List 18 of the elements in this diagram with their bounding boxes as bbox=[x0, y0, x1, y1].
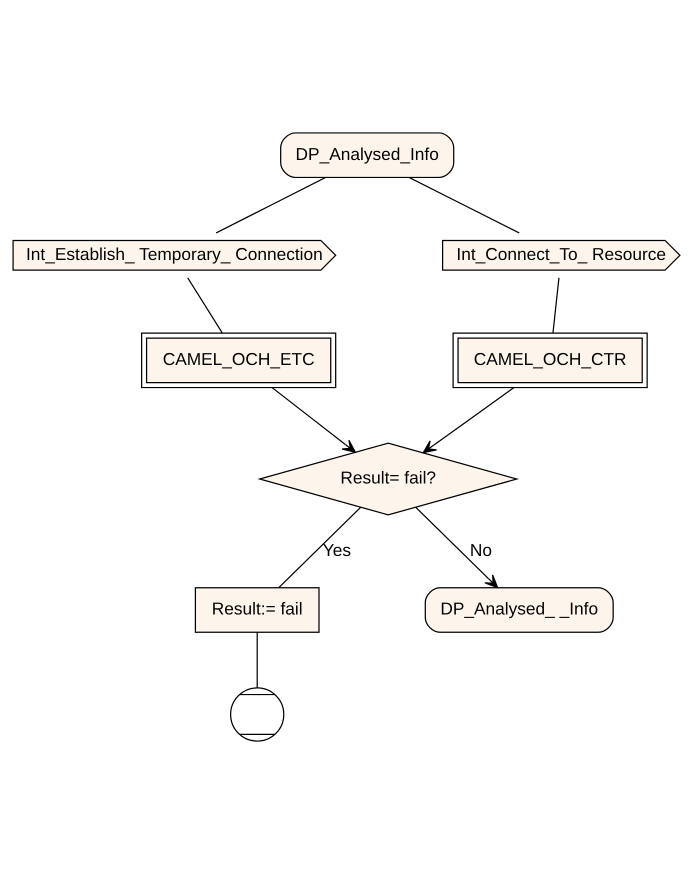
node-diamond: Result= fail? bbox=[257, 442, 520, 516]
connector bbox=[216, 176, 326, 233]
connector bbox=[552, 277, 560, 333]
node-box: CAMEL_OCH_CTR bbox=[452, 332, 648, 388]
connector bbox=[256, 632, 258, 688]
edge-label: No bbox=[470, 539, 492, 560]
connector bbox=[409, 176, 520, 233]
connector bbox=[187, 276, 223, 333]
node-circle bbox=[230, 686, 284, 742]
arrow bbox=[272, 386, 356, 452]
arrow bbox=[416, 506, 498, 588]
node-box: DP_Analysed_ _Info bbox=[424, 586, 614, 632]
arrow bbox=[422, 386, 514, 453]
edge-label: Yes bbox=[322, 539, 352, 560]
node-box: CAMEL_OCH_ETC bbox=[141, 332, 336, 388]
node-box: DP_Analysed_Info bbox=[280, 132, 454, 178]
node-box: Result:= fail bbox=[194, 586, 320, 632]
connector bbox=[278, 506, 361, 588]
